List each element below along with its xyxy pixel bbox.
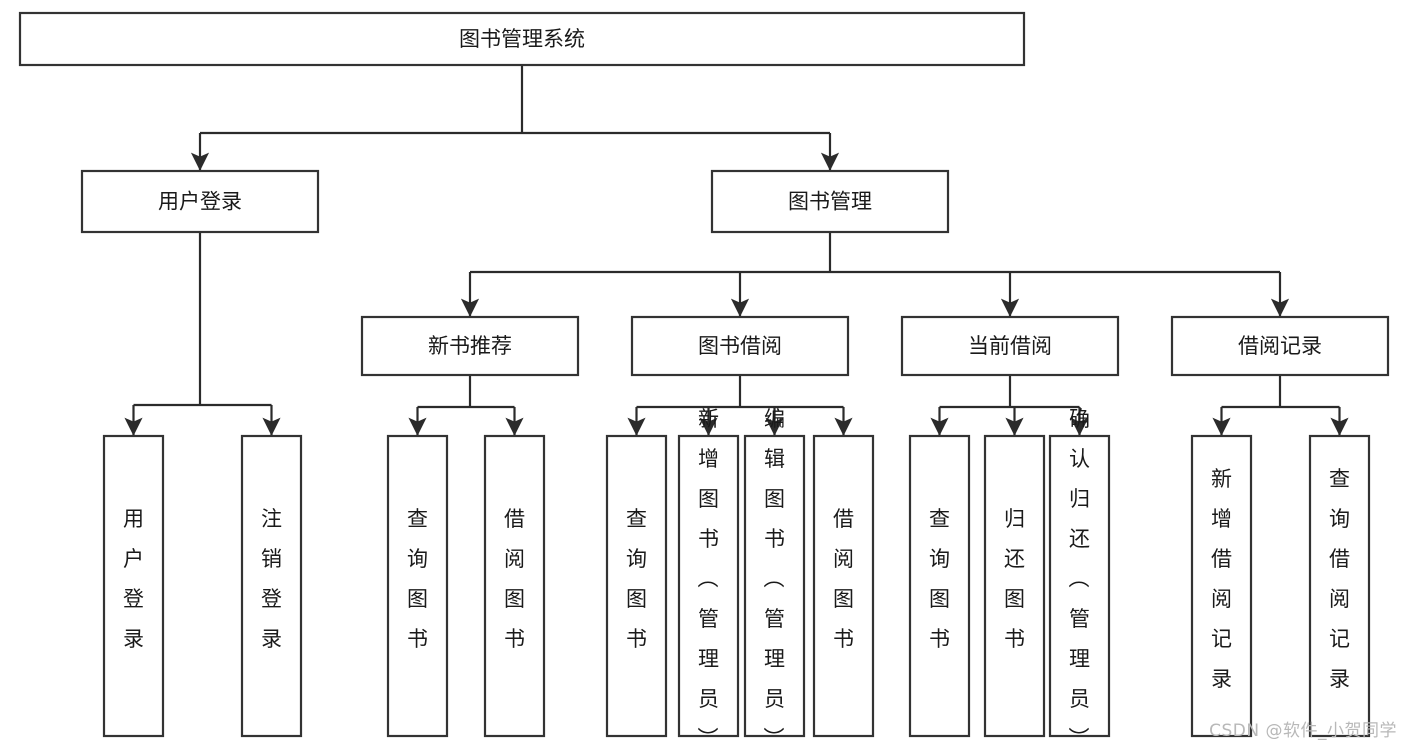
node-book-borrow-label: 图书借阅 <box>698 334 782 358</box>
node-leaf-confirm-return-rect[interactable] <box>1048 434 1111 738</box>
node-new-book-recommend[interactable]: 新书推荐 <box>360 315 580 377</box>
node-leaf-query-book-borrow-rect[interactable] <box>605 434 668 738</box>
node-leaf-query-book-recommend-label: 查询图书 <box>407 507 428 651</box>
node-leaf-add-borrow-record-rect[interactable] <box>1190 434 1253 738</box>
node-new-book-recommend-rect[interactable] <box>360 315 580 377</box>
node-leaf-add-book-rect[interactable] <box>677 434 740 738</box>
node-leaf-edit-book-rect[interactable] <box>743 434 806 738</box>
node-leaf-borrow-book-label: 借阅图书 <box>833 507 854 651</box>
node-leaf-borrow-book-rect[interactable] <box>812 434 875 738</box>
node-borrow-record-label: 借阅记录 <box>1238 334 1322 358</box>
node-leaf-query-borrow-record[interactable]: 查询借阅记录 <box>1308 434 1371 738</box>
node-book-borrow-rect[interactable] <box>630 315 850 377</box>
node-leaf-add-borrow-record[interactable]: 新增借阅记录 <box>1190 434 1253 738</box>
node-leaf-query-book-borrow[interactable]: 查询图书 <box>605 434 668 738</box>
node-user-login-rect[interactable] <box>80 169 320 234</box>
node-leaf-user-login-label: 用户登录 <box>123 507 144 651</box>
node-leaf-query-book-current-label: 查询图书 <box>929 507 950 651</box>
node-leaf-confirm-return[interactable]: 确认归还（管理员） <box>1048 407 1111 747</box>
node-leaf-borrow-book-recommend-label: 借阅图书 <box>504 507 525 651</box>
node-leaf-edit-book-label: 编辑图书（管理员） <box>764 407 786 747</box>
watermark-text: CSDN @软件_小贺同学 <box>1209 721 1397 741</box>
node-leaf-return-book-rect[interactable] <box>983 434 1046 738</box>
connector-links <box>124 65 1349 436</box>
node-leaf-user-login[interactable]: 用户登录 <box>102 434 165 738</box>
node-leaf-return-book[interactable]: 归还图书 <box>983 434 1046 738</box>
node-leaf-query-borrow-record-rect[interactable] <box>1308 434 1371 738</box>
node-leaf-edit-book[interactable]: 编辑图书（管理员） <box>743 407 806 747</box>
node-leaf-user-login-rect[interactable] <box>102 434 165 738</box>
node-leaf-query-book-current[interactable]: 查询图书 <box>908 434 971 738</box>
node-book-management-rect[interactable] <box>710 169 950 234</box>
node-leaf-confirm-return-label: 确认归还（管理员） <box>1069 407 1091 747</box>
node-leaf-logout-label: 注销登录 <box>261 507 282 651</box>
node-leaf-query-book-recommend-rect[interactable] <box>386 434 449 738</box>
node-borrow-record-rect[interactable] <box>1170 315 1390 377</box>
node-user-login-label: 用户登录 <box>158 190 242 214</box>
node-leaf-logout[interactable]: 注销登录 <box>240 434 303 738</box>
node-leaf-logout-rect[interactable] <box>240 434 303 738</box>
node-book-borrow[interactable]: 图书借阅 <box>630 315 850 377</box>
node-leaf-query-book-current-rect[interactable] <box>908 434 971 738</box>
node-current-borrow[interactable]: 当前借阅 <box>900 315 1120 377</box>
node-root-rect[interactable] <box>18 11 1026 67</box>
node-leaf-add-book-label: 新增图书（管理员） <box>698 407 720 747</box>
node-current-borrow-rect[interactable] <box>900 315 1120 377</box>
node-leaf-borrow-book-recommend-rect[interactable] <box>483 434 546 738</box>
node-leaf-query-borrow-record-label: 查询借阅记录 <box>1329 467 1350 691</box>
node-leaf-return-book-label: 归还图书 <box>1004 507 1025 651</box>
node-leaf-query-book-recommend[interactable]: 查询图书 <box>386 434 449 738</box>
node-leaf-query-book-borrow-label: 查询图书 <box>626 507 647 651</box>
node-current-borrow-label: 当前借阅 <box>968 334 1052 358</box>
node-boxes: 图书管理系统用户登录图书管理新书推荐图书借阅当前借阅借阅记录用户登录注销登录查询… <box>18 11 1390 747</box>
node-leaf-borrow-book[interactable]: 借阅图书 <box>812 434 875 738</box>
node-leaf-add-book[interactable]: 新增图书（管理员） <box>677 407 740 747</box>
node-borrow-record[interactable]: 借阅记录 <box>1170 315 1390 377</box>
node-new-book-recommend-label: 新书推荐 <box>428 334 512 358</box>
node-book-management[interactable]: 图书管理 <box>710 169 950 234</box>
node-leaf-borrow-book-recommend[interactable]: 借阅图书 <box>483 434 546 738</box>
node-book-management-label: 图书管理 <box>788 190 872 214</box>
node-root[interactable]: 图书管理系统 <box>18 11 1026 67</box>
node-leaf-add-borrow-record-label: 新增借阅记录 <box>1211 467 1232 691</box>
node-root-label: 图书管理系统 <box>459 27 585 51</box>
node-user-login[interactable]: 用户登录 <box>80 169 320 234</box>
